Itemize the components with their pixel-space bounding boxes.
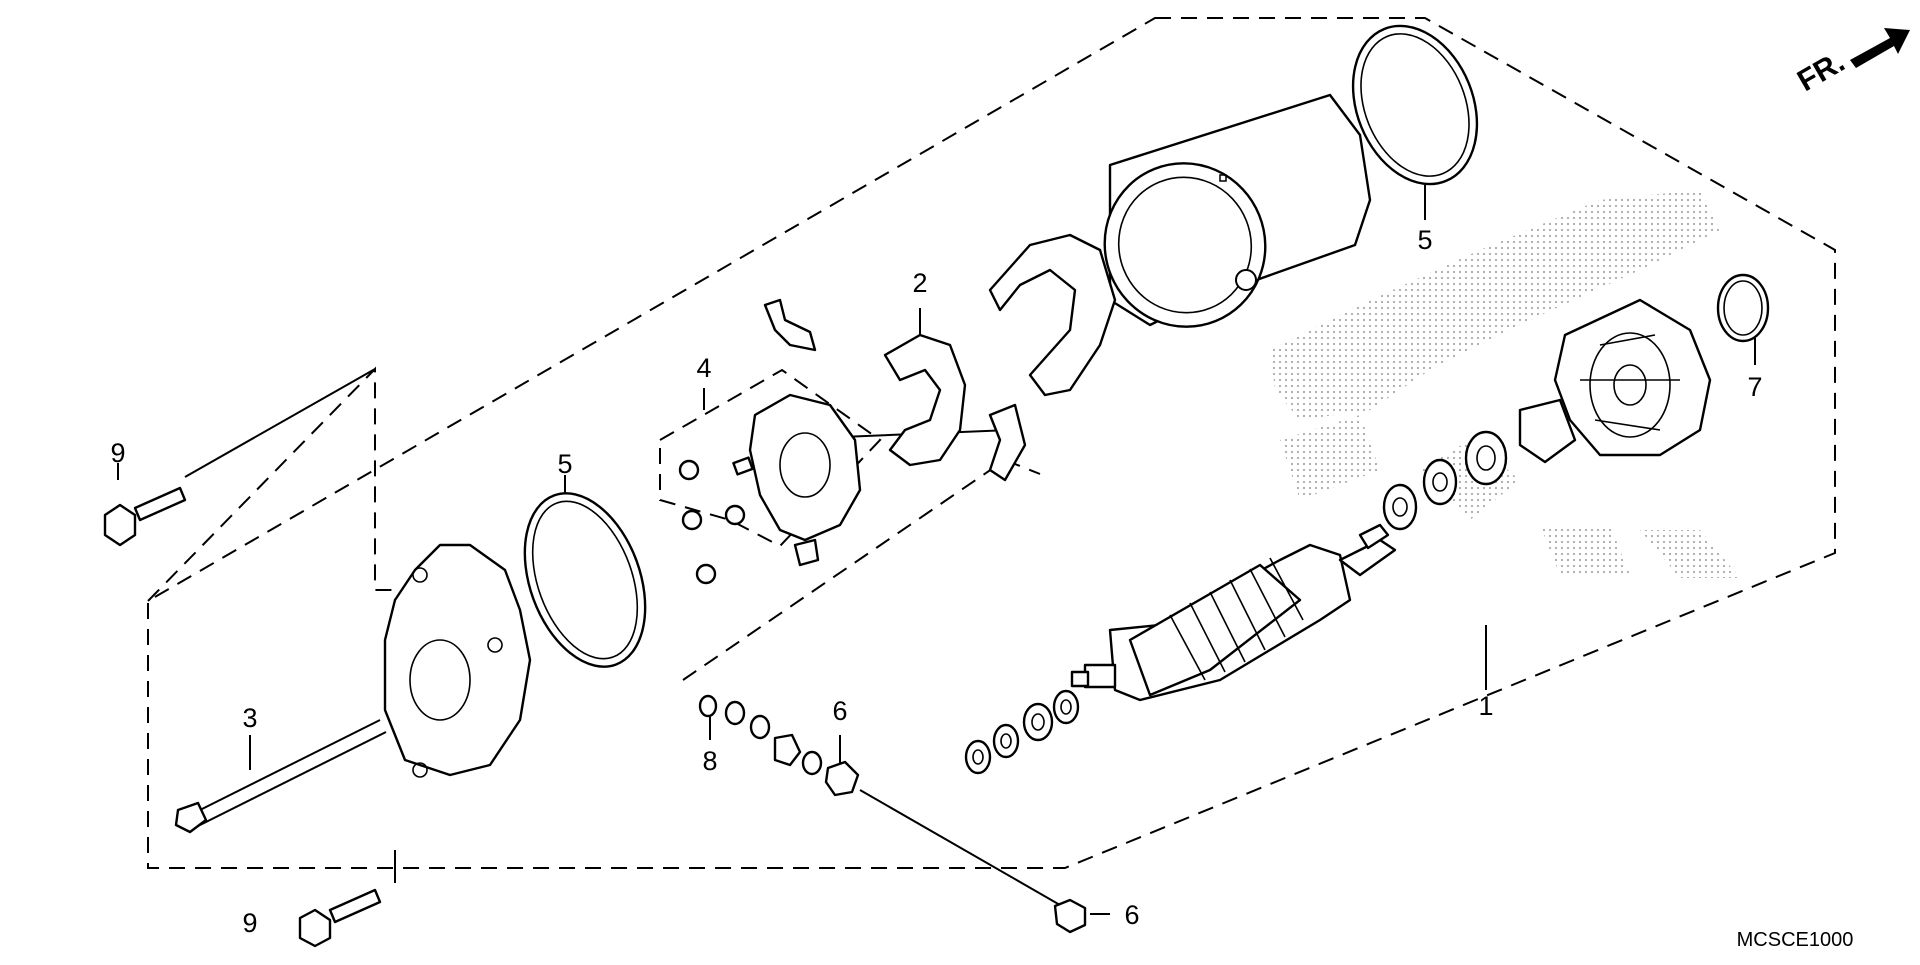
o-ring-large-left (523, 492, 647, 668)
front-cover (383, 543, 532, 778)
terminal-hardware (698, 694, 1087, 934)
callout-4: 4 (696, 353, 711, 383)
brush-holder-arc (988, 233, 1117, 397)
assembly-boundary (147, 17, 1836, 869)
o-ring-large-right (1351, 24, 1479, 186)
arrow-right-up-icon (1850, 28, 1910, 68)
callout-2: 2 (912, 268, 927, 298)
long-bolt (174, 719, 387, 834)
callout-3: 3 (242, 703, 257, 733)
leader-lines (117, 185, 1756, 915)
washer-stack-right (1382, 398, 1577, 531)
fr-direction-indicator: FR. (1792, 28, 1910, 98)
callout-5-left: 5 (557, 449, 572, 479)
callout-9-top: 9 (110, 438, 125, 468)
washer-stack-left (964, 689, 1080, 775)
o-ring-small (1716, 273, 1770, 343)
callout-1: 1 (1478, 691, 1493, 721)
callout-6-middle: 6 (832, 696, 847, 726)
brush-plate (678, 393, 862, 585)
brush-bracket (763, 298, 1027, 482)
callout-labels: 1 2 3 4 5 5 6 6 7 8 9 9 (110, 225, 1762, 938)
callout-9-bottom: 9 (242, 908, 257, 938)
diagram-code: MCSCE1000 (1737, 929, 1854, 951)
callout-5-right: 5 (1417, 225, 1432, 255)
armature (1070, 523, 1397, 702)
rear-cover (1553, 298, 1712, 457)
flange-bolts (103, 486, 382, 948)
callout-6-bottom: 6 (1124, 900, 1139, 930)
fr-label: FR. (1792, 45, 1850, 98)
callout-7: 7 (1747, 372, 1762, 402)
motor-housing (1103, 93, 1372, 328)
callout-8: 8 (702, 746, 717, 776)
